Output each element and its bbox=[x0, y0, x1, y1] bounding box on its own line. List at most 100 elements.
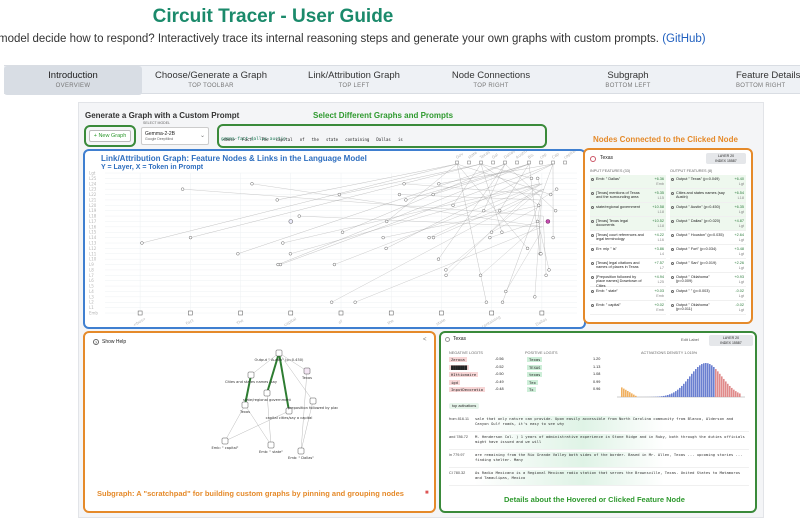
subgraph-node[interactable] bbox=[303, 367, 311, 375]
feature-node[interactable] bbox=[536, 176, 540, 181]
feature-node[interactable] bbox=[281, 241, 285, 245]
tab-feature-details[interactable]: Feature Details BOTTOM RIGHT bbox=[718, 66, 800, 95]
embedding-node[interactable] bbox=[539, 310, 545, 316]
share-icon[interactable]: < bbox=[423, 337, 427, 343]
subgraph-node[interactable] bbox=[309, 397, 317, 405]
feature-node[interactable] bbox=[553, 209, 558, 213]
feature-node[interactable] bbox=[236, 252, 240, 256]
logit-node[interactable] bbox=[467, 160, 471, 165]
feature-node[interactable] bbox=[381, 235, 385, 240]
feature-node[interactable] bbox=[340, 230, 345, 234]
feature-node[interactable] bbox=[482, 209, 486, 213]
embedding-node[interactable] bbox=[439, 310, 444, 316]
feature-node[interactable] bbox=[427, 235, 431, 240]
feature-node[interactable] bbox=[353, 300, 357, 304]
pinned-node[interactable] bbox=[288, 219, 294, 224]
feature-node[interactable] bbox=[529, 176, 534, 181]
subgraph-node[interactable] bbox=[285, 407, 293, 415]
logit-node[interactable] bbox=[527, 160, 531, 165]
logit-node[interactable] bbox=[515, 160, 519, 165]
feature-node[interactable] bbox=[250, 182, 254, 186]
feature-node[interactable] bbox=[385, 219, 389, 224]
feature-row[interactable]: Cities and states names (say Austin)+6.5… bbox=[670, 189, 746, 203]
model-select[interactable]: Gemma-2-2B Google DeepMind ⌄ bbox=[141, 127, 209, 145]
logit-node[interactable] bbox=[503, 160, 507, 165]
logit-node[interactable] bbox=[539, 160, 543, 165]
feature-node[interactable] bbox=[329, 300, 334, 304]
feature-node[interactable] bbox=[549, 192, 553, 197]
subgraph-node[interactable] bbox=[267, 441, 275, 449]
feature-node[interactable] bbox=[525, 246, 530, 251]
tab-link-graph[interactable]: Link/Attribution Graph TOP LEFT bbox=[292, 66, 416, 95]
subgraph-node[interactable] bbox=[247, 371, 255, 379]
feature-node[interactable] bbox=[180, 187, 185, 191]
feature-node[interactable] bbox=[402, 182, 406, 186]
feature-node[interactable] bbox=[547, 268, 551, 272]
feature-node[interactable] bbox=[500, 230, 504, 234]
feature-node[interactable] bbox=[537, 203, 541, 207]
edit-label-button[interactable]: Edit Label bbox=[681, 337, 699, 342]
tab-introduction[interactable]: Introduction OVERVIEW bbox=[4, 66, 142, 95]
feature-node[interactable] bbox=[384, 246, 388, 251]
feature-row[interactable]: [Texas] mentions of Texas and the surrou… bbox=[590, 189, 666, 203]
trash-icon[interactable]: ■ bbox=[425, 490, 429, 496]
feature-node[interactable] bbox=[488, 235, 492, 240]
logit-node[interactable] bbox=[491, 160, 495, 165]
embedding-node[interactable] bbox=[288, 310, 294, 316]
examples-tab[interactable]: top activations bbox=[449, 403, 480, 409]
link-graph[interactable]: LgtL25L24L23L22L21L20L19L18L17L16L15L14L… bbox=[87, 151, 585, 327]
embedding-node[interactable] bbox=[188, 310, 193, 316]
feature-node[interactable] bbox=[504, 289, 508, 294]
feature-row[interactable]: [Preposition followed by place names] Do… bbox=[590, 273, 666, 288]
subgraph-canvas[interactable]: Output " Austin" (p=0.450)Cities and sta… bbox=[209, 341, 339, 477]
feature-node[interactable] bbox=[431, 235, 436, 240]
feature-row[interactable]: [Texas] court references and legal termi… bbox=[590, 231, 666, 245]
embedding-node[interactable] bbox=[338, 310, 344, 316]
feature-node[interactable] bbox=[535, 219, 540, 224]
logit-node[interactable] bbox=[455, 160, 459, 165]
feature-node[interactable] bbox=[544, 273, 548, 277]
feature-node[interactable] bbox=[332, 262, 337, 267]
github-link[interactable]: (GitHub) bbox=[662, 33, 706, 45]
subgraph-node[interactable] bbox=[241, 401, 249, 409]
tab-subgraph[interactable]: Subgraph BOTTOM LEFT bbox=[576, 66, 680, 95]
feature-node[interactable] bbox=[489, 230, 494, 234]
feature-node[interactable] bbox=[539, 252, 543, 256]
tab-choose-generate[interactable]: Choose/Generate a Graph TOP TOOLBAR bbox=[146, 66, 276, 95]
subgraph-node[interactable] bbox=[263, 389, 271, 397]
show-help-button[interactable]: ? Show Help bbox=[93, 337, 126, 346]
feature-node[interactable] bbox=[444, 273, 448, 277]
feature-node[interactable] bbox=[555, 187, 559, 191]
feature-node[interactable] bbox=[278, 262, 283, 267]
logit-node[interactable] bbox=[551, 160, 555, 165]
feature-node[interactable] bbox=[533, 295, 537, 299]
feature-row[interactable]: [Texas] legal citations and names of pla… bbox=[590, 259, 666, 273]
feature-node[interactable] bbox=[436, 257, 441, 261]
feature-node[interactable] bbox=[337, 192, 341, 197]
feature-node[interactable] bbox=[551, 235, 555, 240]
feature-node[interactable] bbox=[498, 209, 502, 213]
subgraph-node[interactable] bbox=[275, 349, 283, 357]
graph-select[interactable]: gemma-fact-dallas-austin bbox=[221, 127, 329, 142]
feature-node[interactable] bbox=[140, 241, 144, 245]
feature-node[interactable] bbox=[478, 273, 483, 277]
feature-node[interactable] bbox=[437, 182, 441, 186]
feature-node[interactable] bbox=[188, 235, 193, 240]
tab-node-connections[interactable]: Node Connections TOP RIGHT bbox=[434, 66, 548, 95]
feature-node[interactable] bbox=[404, 198, 408, 202]
